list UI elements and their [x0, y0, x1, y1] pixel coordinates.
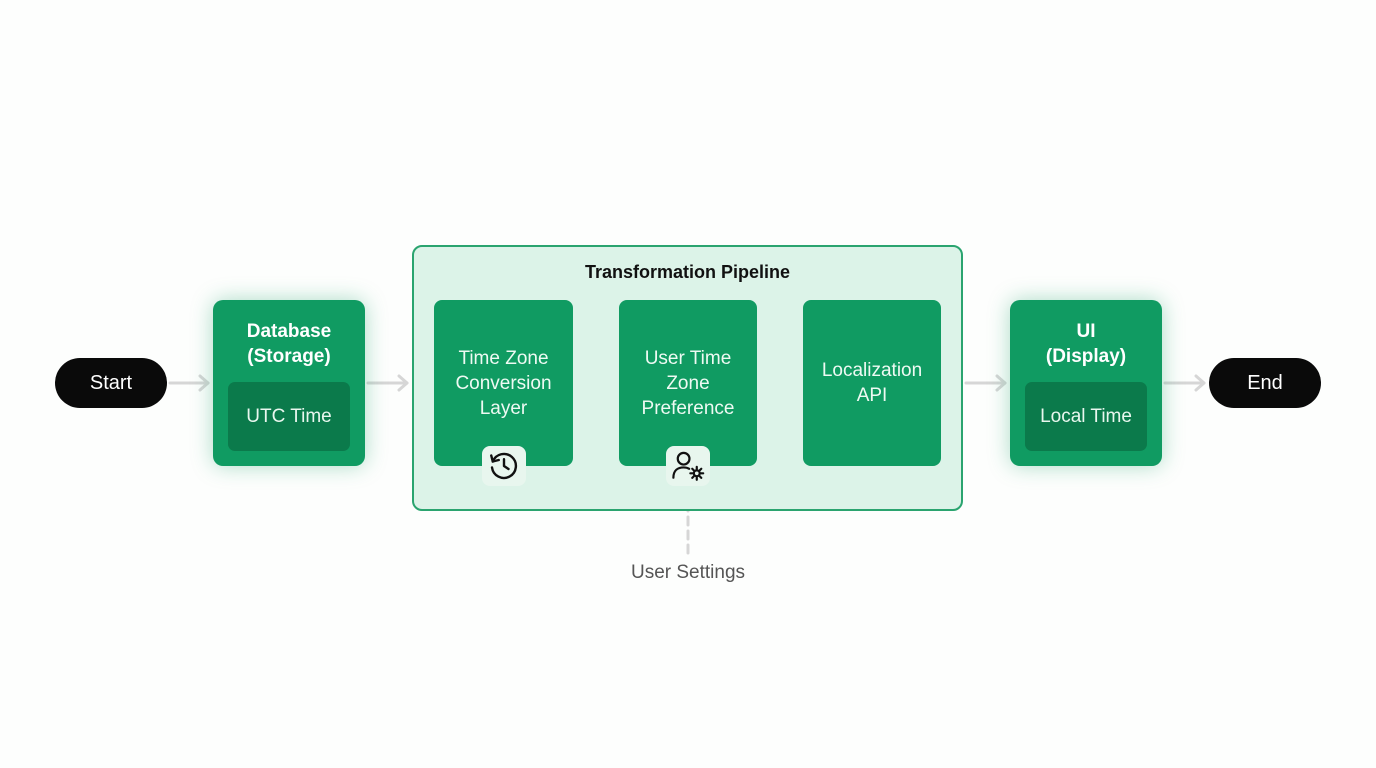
step-preference-label: User Time Zone Preference: [642, 346, 735, 421]
step-conversion-line2: Conversion: [455, 372, 552, 394]
step-preference-line3: Preference: [641, 397, 735, 419]
localization-api-step: Localization API: [803, 300, 941, 466]
user-time-zone-preference-step: User Time Zone Preference: [619, 300, 757, 466]
step-conversion-line1: Time Zone: [458, 347, 549, 369]
start-label: Start: [89, 371, 133, 394]
ui-title: UI (Display): [1010, 319, 1162, 369]
end-label: End: [1247, 371, 1283, 394]
ui-title-line1: UI: [1076, 321, 1096, 342]
database-node: Database (Storage) UTC Time: [213, 300, 365, 466]
arrow-start-to-database: [168, 374, 210, 392]
arrow-pipeline-to-ui: [964, 374, 1007, 392]
user-settings-label: User Settings: [630, 562, 746, 583]
step-preference-line2: Zone: [666, 372, 710, 394]
time-zone-conversion-step: Time Zone Conversion Layer: [434, 300, 573, 466]
step-localization-line2: API: [856, 385, 888, 406]
ui-title-line2: (Display): [1045, 346, 1127, 367]
database-title: Database (Storage): [213, 319, 365, 369]
utc-time-label: UTC Time: [246, 405, 332, 427]
pipeline-title: Transformation Pipeline: [584, 262, 791, 282]
local-time-label: Local Time: [1040, 405, 1132, 427]
user-settings-icon-badge: [666, 446, 710, 486]
step-conversion-label: Time Zone Conversion Layer: [455, 346, 551, 421]
step-preference-line1: User Time: [644, 347, 732, 369]
utc-time-box: UTC Time: [228, 382, 350, 451]
local-time-box: Local Time: [1025, 382, 1147, 451]
history-icon: [490, 452, 518, 480]
step-localization-line1: Localization: [821, 360, 923, 381]
start-terminal: Start: [55, 358, 167, 408]
step-localization-label: Localization API: [822, 358, 922, 408]
ui-display-node: UI (Display) Local Time: [1010, 300, 1162, 466]
database-title-line1: Database: [246, 321, 332, 342]
history-icon-badge: [482, 446, 526, 486]
step-conversion-line3: Layer: [479, 397, 528, 419]
database-title-line2: (Storage): [247, 346, 331, 367]
arrow-database-to-pipeline: [366, 374, 409, 392]
user-settings-icon: [672, 451, 705, 481]
end-terminal: End: [1209, 358, 1321, 408]
arrow-ui-to-end: [1163, 374, 1206, 392]
